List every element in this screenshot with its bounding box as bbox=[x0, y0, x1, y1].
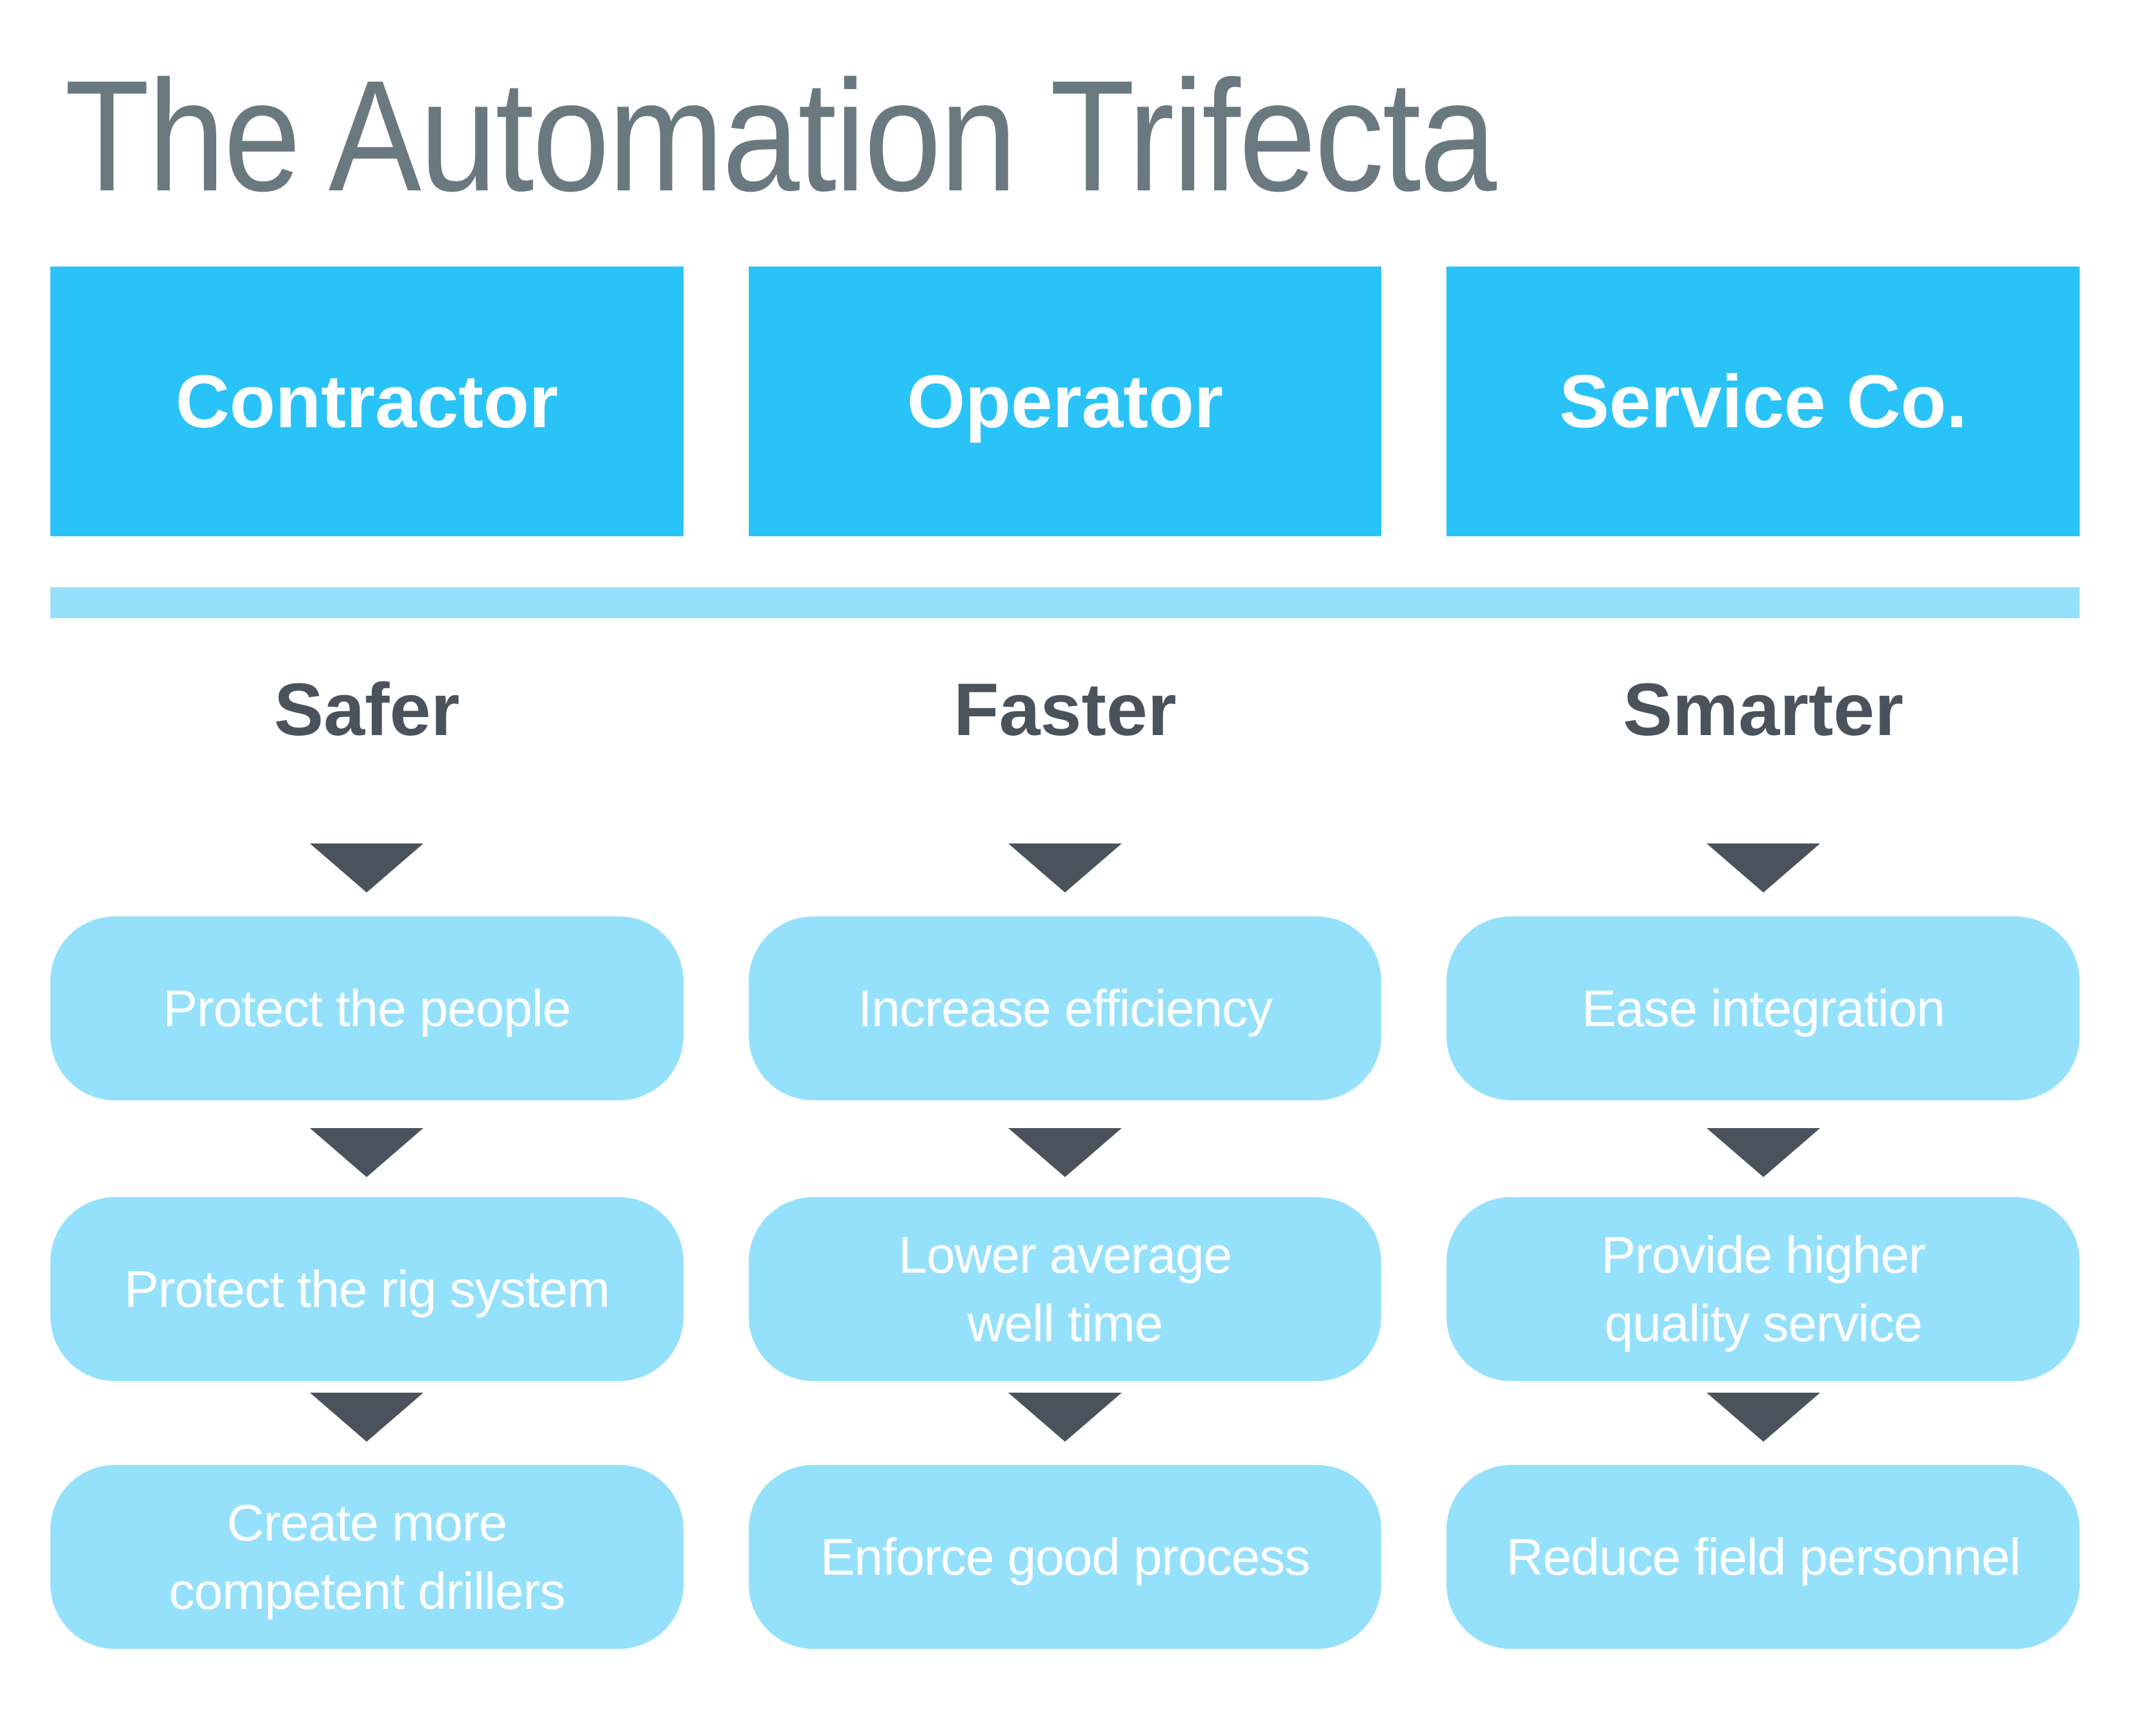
step-text-line: quality service bbox=[1604, 1294, 1923, 1352]
step-pill: Create more competent drillers bbox=[50, 1465, 684, 1649]
step-text-line: Increase efficiency bbox=[857, 979, 1273, 1037]
header-box-service-co: Service Co. bbox=[1446, 267, 2080, 536]
step-text-line: Create more bbox=[227, 1493, 508, 1551]
header-box-operator: Operator bbox=[748, 267, 1382, 536]
step-text-line: Ease integration bbox=[1581, 979, 1945, 1037]
step-text-line: Protect the people bbox=[163, 979, 571, 1037]
columns-row: Safer Protect the people Protect the rig… bbox=[50, 618, 2080, 1649]
arrow-down-icon bbox=[310, 1128, 424, 1177]
page-title: The Automation Trifecta bbox=[50, 0, 2080, 215]
step-pill: Lower average well time bbox=[748, 1197, 1382, 1381]
step-pill: Reduce field personnel bbox=[1446, 1465, 2080, 1649]
arrow-down-icon bbox=[1008, 1393, 1122, 1442]
step-text-line: Reduce field personnel bbox=[1506, 1528, 2021, 1586]
arrow-down-icon bbox=[1706, 843, 1820, 893]
arrow-down-icon bbox=[1706, 1393, 1820, 1442]
column-service-co: Smarter Ease integration Provide higher … bbox=[1446, 618, 2080, 1649]
step-pill: Protect the rig system bbox=[50, 1197, 684, 1381]
step-text-line: competent drillers bbox=[168, 1562, 565, 1620]
step-text-line: Enforce good process bbox=[820, 1528, 1310, 1586]
divider-bar bbox=[50, 587, 2080, 618]
step-text-line: well time bbox=[967, 1294, 1163, 1352]
step-pill: Enforce good process bbox=[748, 1465, 1382, 1649]
header-boxes-row: Contractor Operator Service Co. bbox=[50, 267, 2080, 536]
step-pill: Increase efficiency bbox=[748, 916, 1382, 1100]
column-contractor: Safer Protect the people Protect the rig… bbox=[50, 618, 684, 1649]
header-label-contractor: Contractor bbox=[175, 359, 558, 443]
arrow-down-icon bbox=[310, 1393, 424, 1442]
step-text-line: Protect the rig system bbox=[124, 1260, 611, 1318]
step-text-line: Provide higher bbox=[1601, 1226, 1926, 1284]
step-pill: Protect the people bbox=[50, 916, 684, 1100]
column-operator: Faster Increase efficiency Lower average… bbox=[748, 618, 1382, 1649]
header-label-operator: Operator bbox=[907, 359, 1223, 443]
header-box-contractor: Contractor bbox=[50, 267, 684, 536]
step-pill: Provide higher quality service bbox=[1446, 1197, 2080, 1381]
arrow-down-icon bbox=[1706, 1128, 1820, 1177]
theme-heading-faster: Faster bbox=[953, 669, 1177, 751]
header-label-service-co: Service Co. bbox=[1559, 359, 1967, 443]
step-pill: Ease integration bbox=[1446, 916, 2080, 1100]
theme-heading-smarter: Smarter bbox=[1623, 669, 1904, 751]
arrow-down-icon bbox=[1008, 1128, 1122, 1177]
arrow-down-icon bbox=[1008, 843, 1122, 893]
step-text-line: Lower average bbox=[898, 1226, 1232, 1284]
page-title-text: The Automation Trifecta bbox=[65, 47, 1497, 224]
arrow-down-icon bbox=[310, 843, 424, 893]
theme-heading-safer: Safer bbox=[274, 669, 460, 751]
